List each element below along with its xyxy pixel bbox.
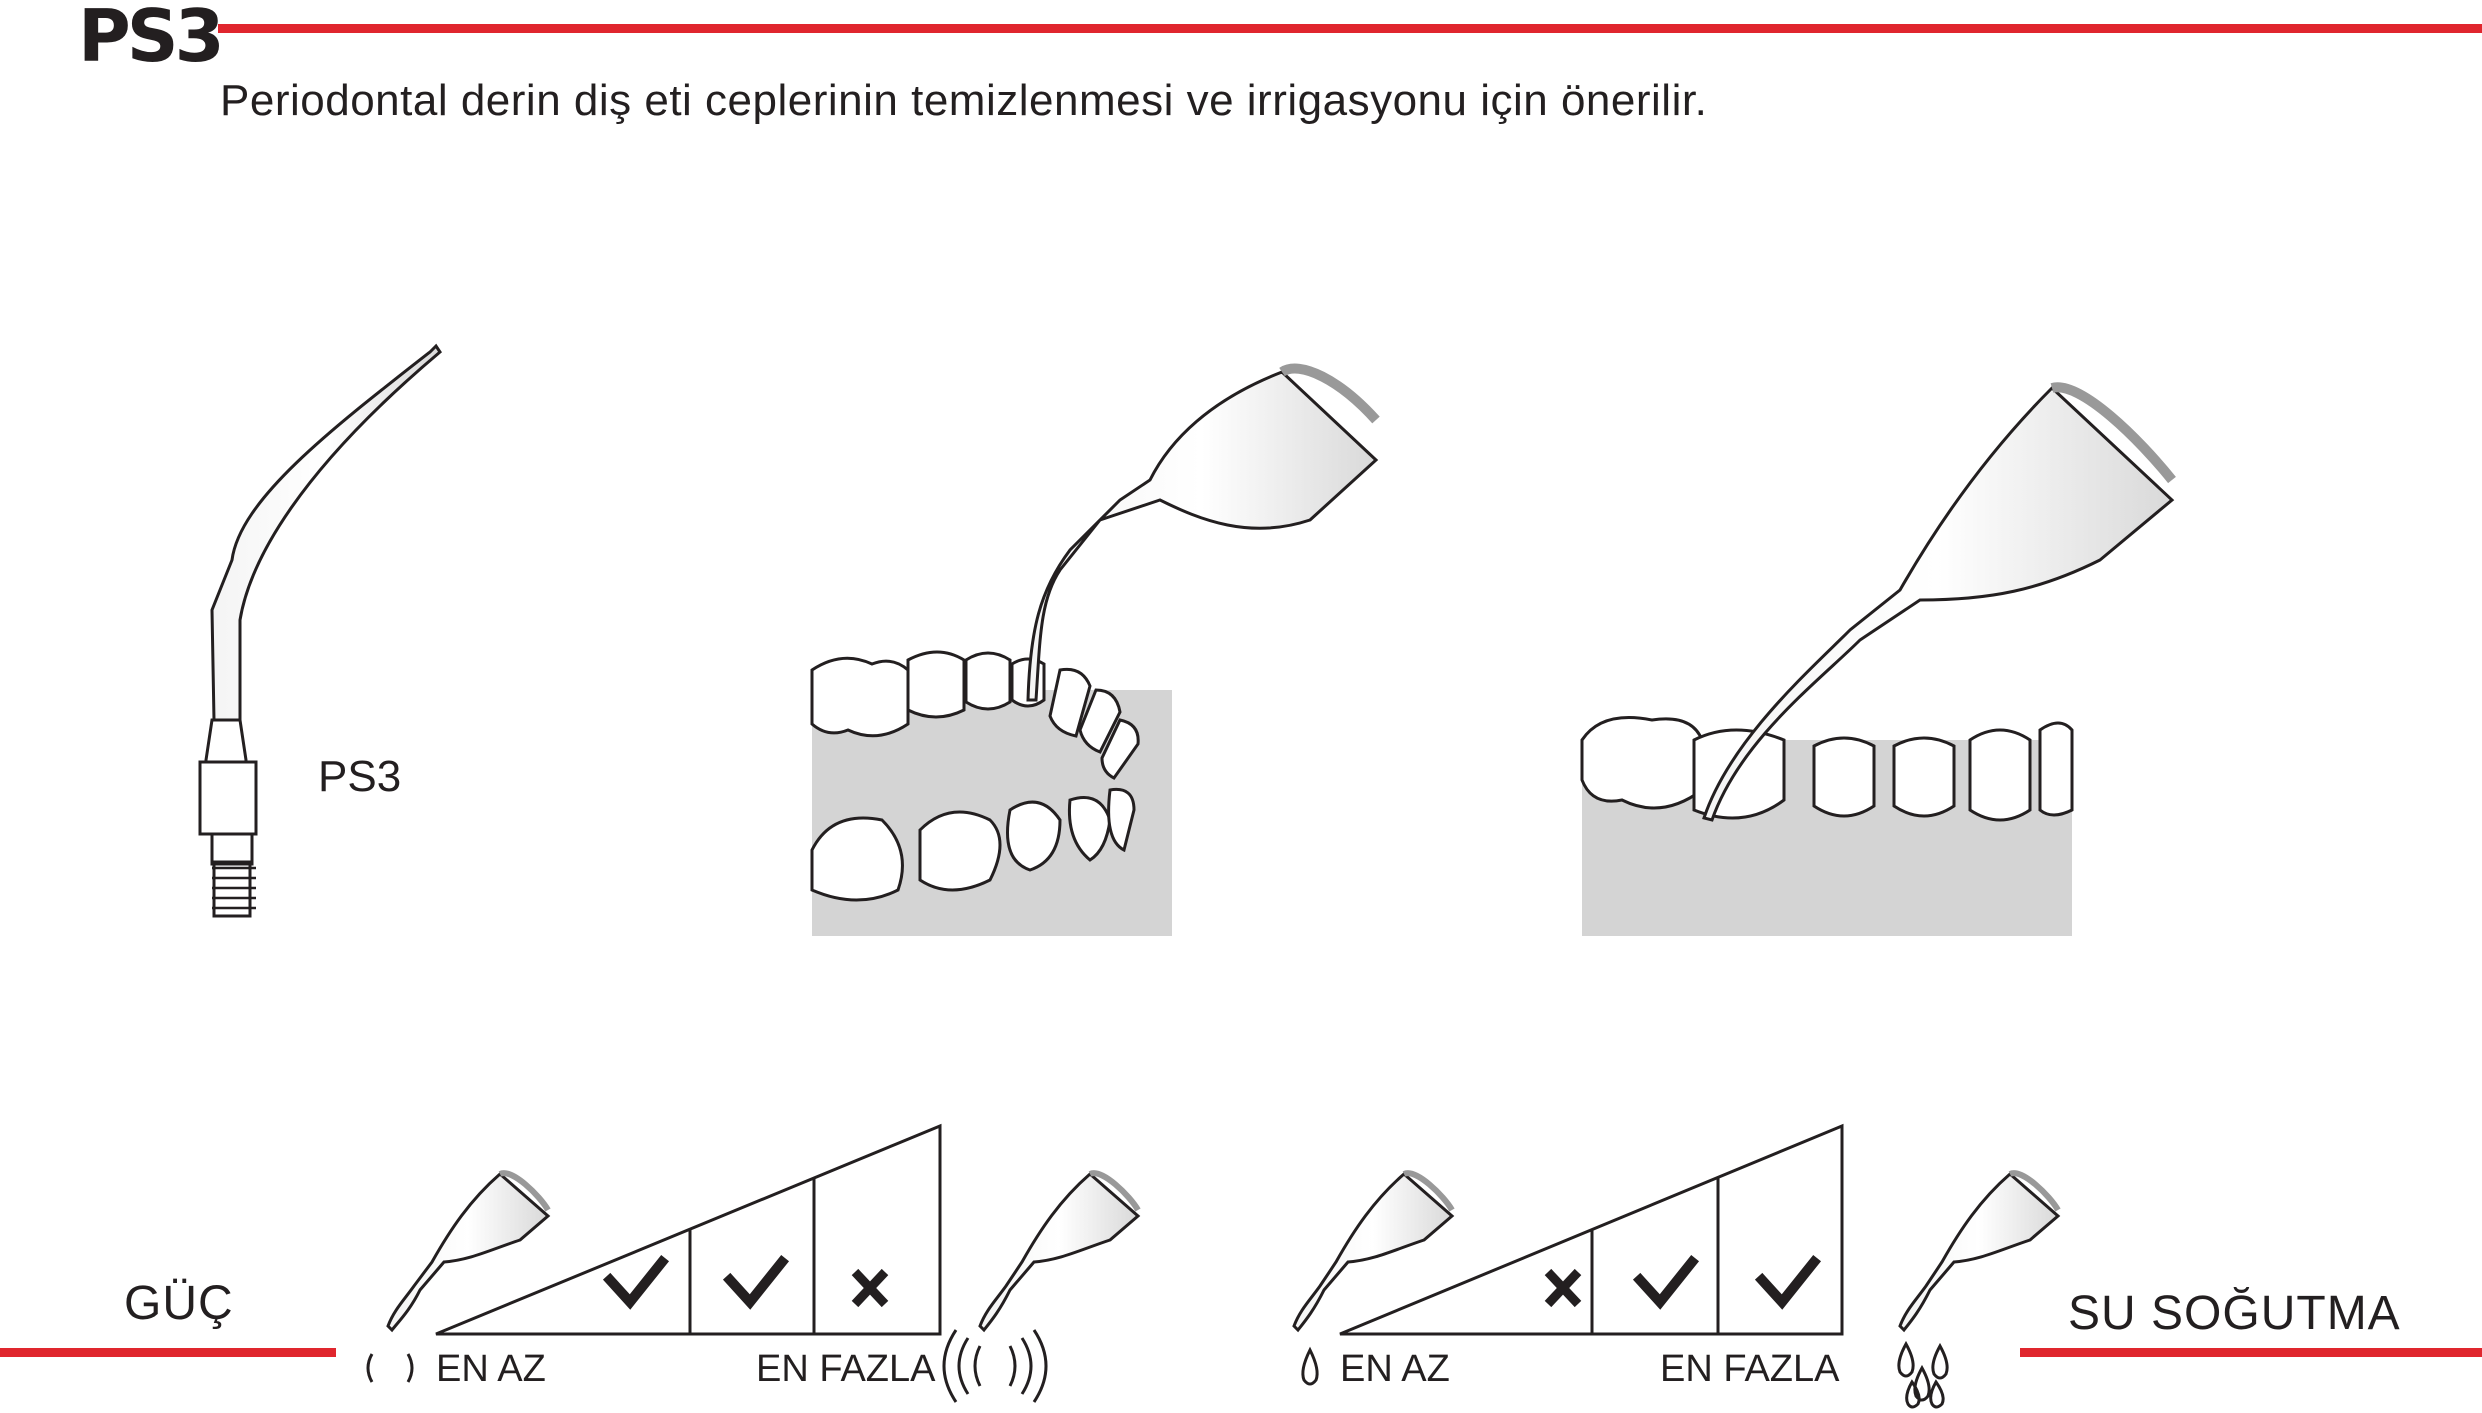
- water-label: SU SOĞUTMA: [2068, 1287, 2401, 1340]
- handpiece-max-water-icon: [1897, 1170, 2061, 1409]
- power-label: GÜÇ: [124, 1277, 234, 1330]
- power-level-2-check-icon: [722, 1254, 790, 1310]
- power-rule: [0, 1348, 336, 1357]
- water-level-2-check-icon: [1632, 1254, 1700, 1310]
- water-level-1-cross-icon: [1544, 1268, 1582, 1308]
- water-rule: [2020, 1348, 2482, 1357]
- water-scale: [1339, 1123, 1844, 1336]
- power-min-label: EN AZ: [436, 1348, 546, 1390]
- handpiece-min-water-icon: [1292, 1170, 1455, 1386]
- handpiece-min-power-icon: [366, 1170, 551, 1383]
- power-scale: [435, 1123, 942, 1336]
- page-description: Periodontal derin diş eti ceplerinin tem…: [220, 76, 1708, 125]
- power-level-3-cross-icon: [851, 1268, 889, 1308]
- page-title: PS3: [78, 0, 225, 78]
- power-level-1-check-icon: [602, 1254, 670, 1310]
- power-max-label: EN FAZLA: [756, 1348, 936, 1390]
- tip-label: PS3: [318, 752, 402, 801]
- mouth-illustration-left: [810, 363, 1380, 936]
- water-min-label: EN AZ: [1340, 1348, 1450, 1390]
- water-level-3-check-icon: [1754, 1254, 1822, 1310]
- header-rule: [218, 24, 2482, 33]
- water-max-label: EN FAZLA: [1660, 1348, 1840, 1390]
- gum-illustration-right: [1580, 382, 2176, 936]
- handpiece-max-power-icon: [942, 1170, 1141, 1403]
- tip-illustration: [198, 343, 442, 918]
